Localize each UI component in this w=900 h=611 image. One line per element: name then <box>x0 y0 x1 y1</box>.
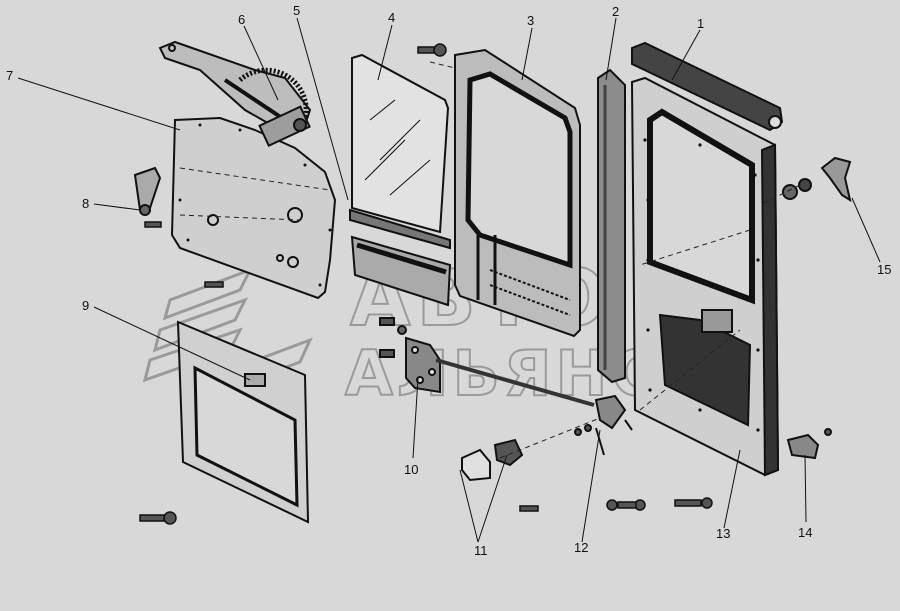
callout-10: 10 <box>404 462 418 477</box>
callout-3: 3 <box>527 13 534 28</box>
part-8-bracket <box>133 166 162 216</box>
part-4-glass <box>349 53 451 250</box>
part-11-handle <box>461 438 524 482</box>
callout-4: 4 <box>388 10 395 25</box>
part-9-inner-trim <box>176 320 310 524</box>
part-10-lock-plate <box>379 317 441 394</box>
part-13-door-shell <box>630 76 780 477</box>
part-7-inner-panel <box>170 116 337 300</box>
leader-lines <box>17 17 881 543</box>
part-5-glass-channel <box>350 235 452 307</box>
lock-rod <box>435 358 595 407</box>
part-15-outer-handle <box>782 156 852 203</box>
fasteners <box>139 43 713 525</box>
callout-12: 12 <box>574 540 588 555</box>
callout-11: 11 <box>474 543 488 558</box>
callout-9: 9 <box>82 298 89 313</box>
part-6-window-regulator <box>158 40 312 148</box>
callout-14: 14 <box>798 525 812 540</box>
callout-2: 2 <box>612 4 619 19</box>
callout-15: 15 <box>877 262 891 277</box>
part-2-seal-strip <box>597 68 626 384</box>
callout-5: 5 <box>293 3 300 18</box>
part-14-hinge <box>786 428 832 460</box>
callout-6: 6 <box>238 12 245 27</box>
callout-8: 8 <box>82 196 89 211</box>
callout-1: 1 <box>697 16 704 31</box>
assembly-lines <box>179 61 801 459</box>
part-12-latch <box>574 394 633 456</box>
part-3-window-frame <box>454 48 581 338</box>
part-1-top-seal <box>631 41 784 132</box>
callout-7: 7 <box>6 68 13 83</box>
callout-13: 13 <box>716 526 730 541</box>
